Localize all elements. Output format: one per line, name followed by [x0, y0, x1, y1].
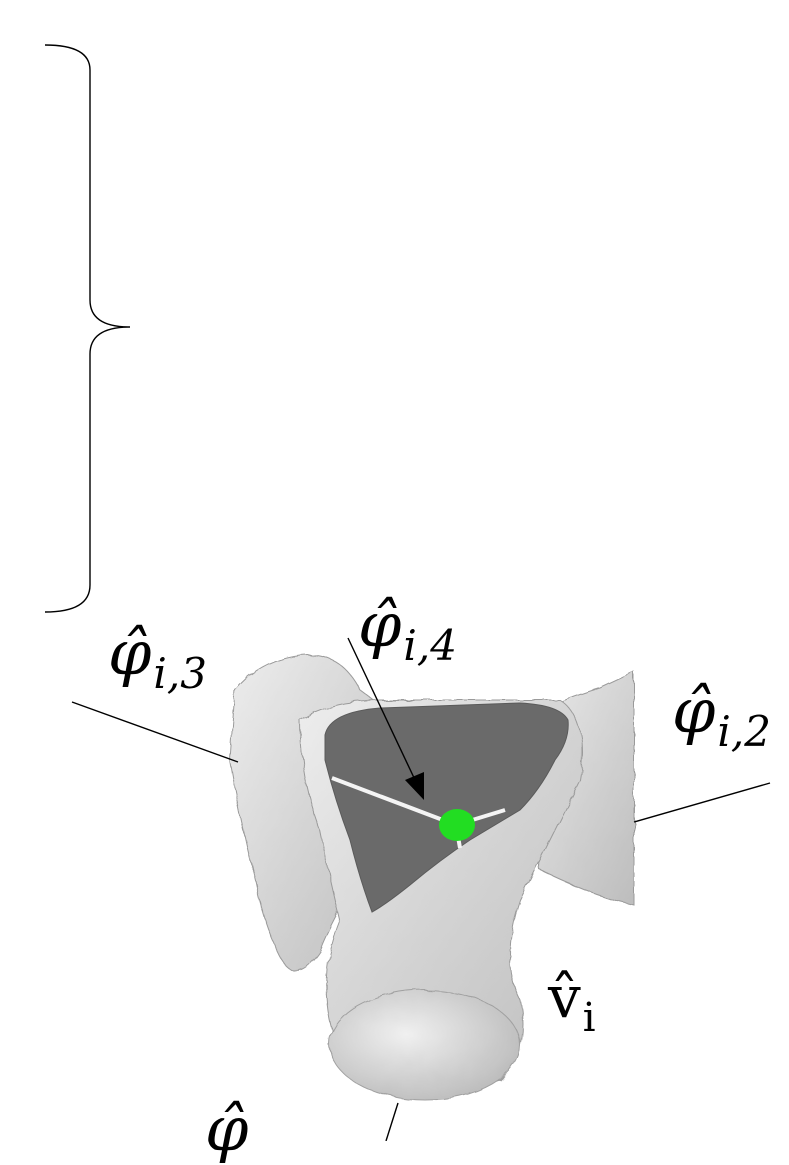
label-phi-bottom-base: φ̂ — [205, 1092, 249, 1165]
label-phi-i4-base: φ̂ — [358, 588, 402, 661]
label-phi-i2-sub: i,2 — [717, 707, 771, 756]
junction-point — [439, 809, 475, 841]
label-v-i-sub: i — [582, 995, 596, 1041]
label-phi-i4: φ̂i,4 — [358, 594, 457, 667]
arrow-phi-i4 — [347, 637, 417, 783]
label-phi-bottom: φ̂ — [205, 1098, 248, 1160]
label-v-i-base: v̂ — [548, 963, 581, 1031]
label-phi-i3-sub: i,3 — [153, 649, 207, 698]
label-phi-i3: φ̂i,3 — [108, 622, 207, 695]
leader-line-phi-i2 — [633, 782, 771, 823]
leader-line-phi-i3 — [71, 701, 239, 763]
vessel-bottom-end — [329, 989, 521, 1101]
arrow-head-phi-i4 — [405, 772, 424, 800]
skeleton-line-left — [331, 776, 457, 827]
vessel-junction-figure — [44, 44, 771, 1141]
label-phi-i3-base: φ̂ — [108, 616, 152, 689]
brace-bracket — [44, 44, 131, 613]
label-v-i: v̂i — [548, 968, 596, 1038]
label-phi-i2-base: φ̂ — [672, 674, 716, 747]
leader-line-bottom — [385, 1102, 399, 1141]
label-phi-i4-sub: i,4 — [403, 621, 457, 670]
cut-face — [324, 702, 569, 913]
label-phi-i2: φ̂i,2 — [672, 680, 771, 753]
